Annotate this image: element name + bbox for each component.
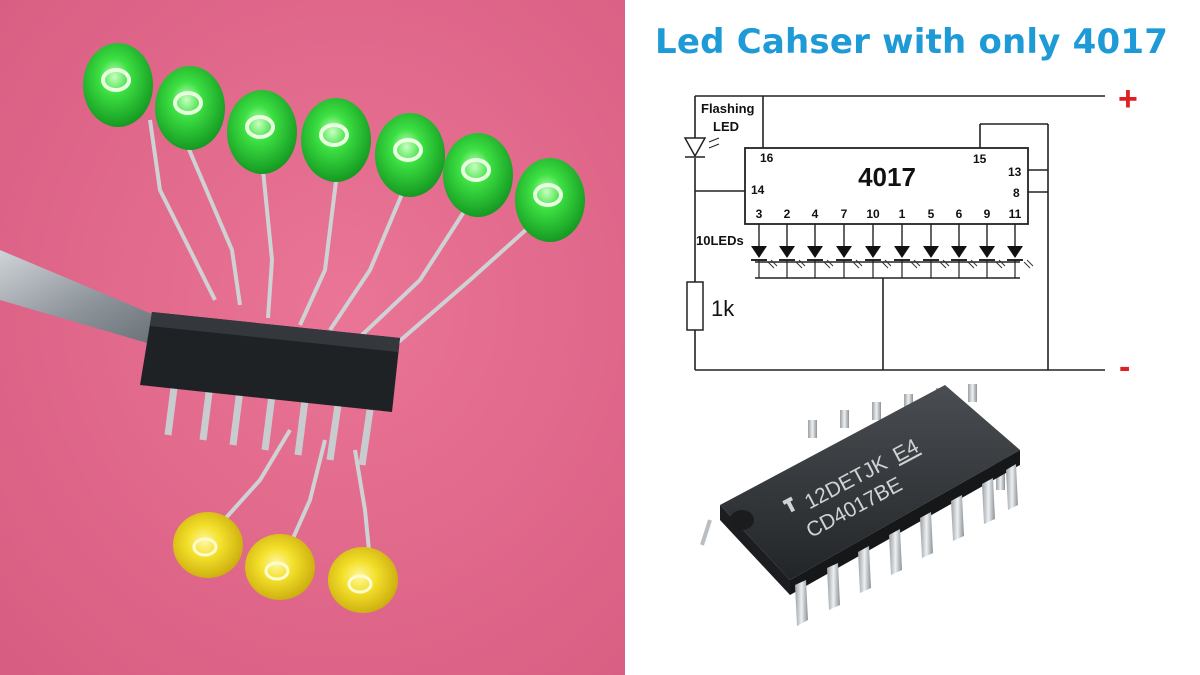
pin-label: 10: [866, 207, 880, 221]
yellow-led: [245, 534, 315, 600]
yellow-led: [328, 547, 398, 613]
yellow-led: [173, 512, 243, 578]
yellow-leds: [173, 512, 398, 613]
pin-13-label: 13: [1008, 165, 1022, 179]
photo-ic-chip: [140, 312, 400, 466]
ic-4017-box: [744, 147, 1029, 225]
yellow-led-legs: [213, 428, 372, 561]
led-symbol: [836, 246, 863, 278]
schematic-wires: [694, 95, 1105, 371]
flashing-led-label-line1: Flashing: [701, 101, 755, 116]
pin-label: 6: [956, 207, 963, 221]
led-symbol: [751, 246, 778, 278]
led-symbol: [979, 246, 1006, 278]
green-led-legs: [148, 119, 550, 347]
led-symbol: [865, 246, 892, 278]
minus-terminal-label: -: [1119, 348, 1130, 386]
chip-front-pins: [700, 464, 1018, 626]
page-title: Led Cahser with only 4017: [655, 22, 1169, 62]
pin-label: 4: [812, 207, 819, 221]
green-led: [375, 113, 445, 197]
pin-label: 11: [1009, 207, 1022, 221]
led-symbol: [807, 246, 834, 278]
pin-label: 9: [984, 207, 991, 221]
led-symbol: [923, 246, 950, 278]
pin-label: 1: [899, 207, 906, 221]
pin-label: 3: [756, 207, 763, 221]
tweezers: [0, 250, 190, 352]
led-row: [751, 246, 1034, 278]
pin-8-label: 8: [1013, 186, 1020, 200]
led-symbol: [779, 246, 806, 278]
pin-14-label: 14: [751, 183, 765, 197]
green-leds: [83, 43, 585, 242]
pin-label: 2: [784, 207, 791, 221]
led-symbol: [894, 246, 921, 278]
flashing-led-label-line2: LED: [713, 119, 739, 134]
cd4017-chip-photo: 12DETJK E4 CD4017BE: [700, 384, 1020, 626]
led-symbol: [951, 246, 978, 278]
breadboard-photo: [0, 0, 625, 675]
resistor-label: 1k: [711, 296, 735, 321]
leds-label: 10LEDs: [696, 233, 744, 248]
ti-logo-icon: [782, 496, 796, 513]
pin-label: 5: [928, 207, 935, 221]
plus-terminal-label: +: [1118, 80, 1138, 118]
chip-body: [720, 385, 1020, 580]
circuit-schematic: 4017 16 15 14 13 8 3 2 4 7 10 1 5 6 9 11: [683, 80, 1138, 386]
green-led: [515, 158, 585, 242]
green-led: [301, 98, 371, 182]
chip-pins: [164, 379, 374, 466]
ic-label: 4017: [858, 162, 916, 192]
flashing-led-symbol: [683, 137, 720, 158]
pin-16-label: 16: [760, 151, 774, 165]
green-led: [227, 90, 297, 174]
pin-15-label: 15: [973, 152, 987, 166]
resistor-symbol: [686, 281, 704, 331]
chip-notch: [730, 510, 754, 530]
green-led: [83, 43, 153, 127]
green-led: [155, 66, 225, 150]
ic-output-legs: [758, 224, 1016, 246]
pin-label: 7: [841, 207, 848, 221]
green-led: [443, 133, 513, 217]
bottom-pin-labels: 3 2 4 7 10 1 5 6 9 11: [756, 207, 1022, 221]
chip-side: [790, 450, 1020, 595]
led-symbol: [1007, 246, 1034, 278]
